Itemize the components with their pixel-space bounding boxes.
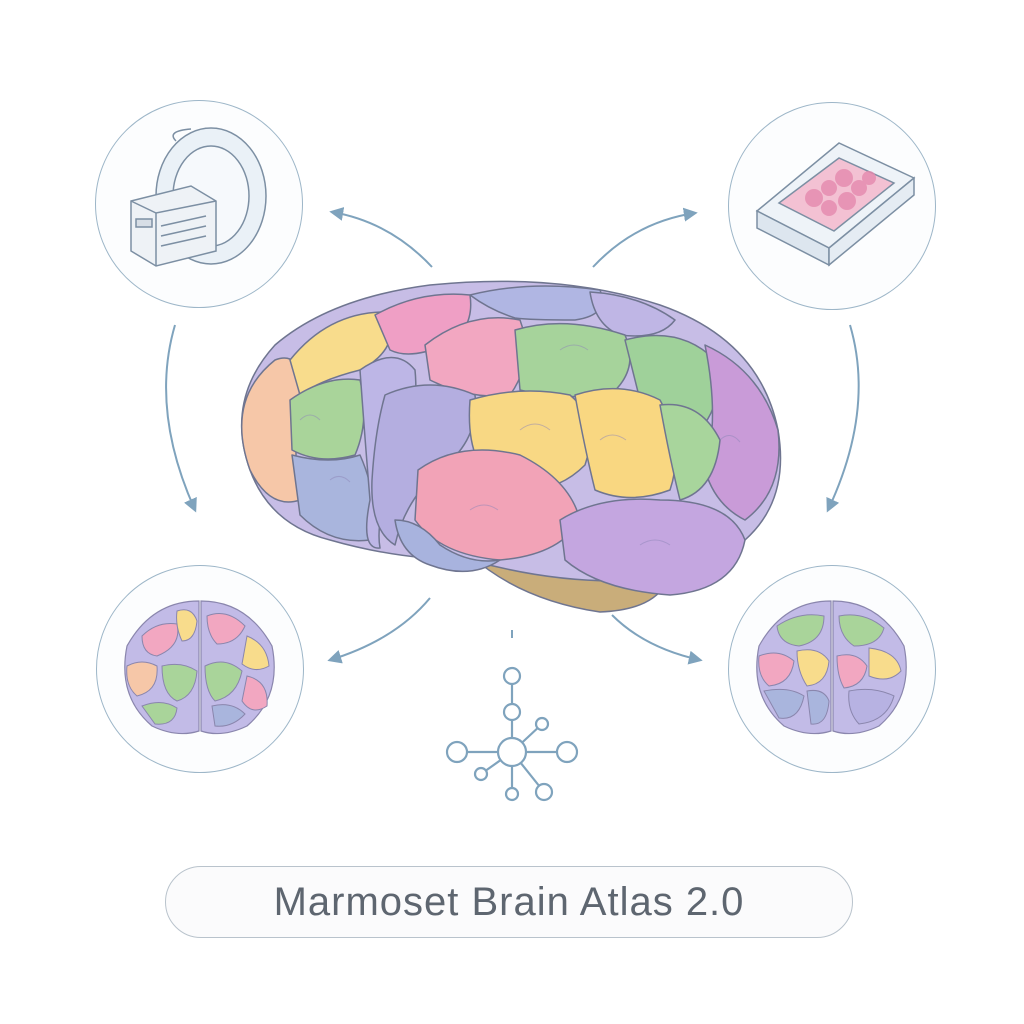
region-green-center xyxy=(514,322,631,398)
brain-top-view-icon xyxy=(756,600,907,735)
region-yellow-right xyxy=(574,387,677,499)
region-temporal xyxy=(559,498,746,596)
arrow-to-scanner xyxy=(329,207,433,268)
region-blue-top xyxy=(469,285,603,321)
region-green-lower xyxy=(659,403,721,501)
brain-top-view-left-panel xyxy=(96,565,304,773)
region-blue-lower xyxy=(394,519,501,573)
brain-top-view-icon xyxy=(124,600,275,735)
page-title: Marmoset Brain Atlas 2.0 xyxy=(273,879,745,924)
tissue-slide-icon xyxy=(755,142,916,267)
arrow-scanner-down xyxy=(165,324,197,513)
arrow-to-slide xyxy=(592,207,698,268)
arrow-to-brain-right xyxy=(611,614,703,665)
arrow-to-brain-left xyxy=(327,597,431,664)
mri-scanner-icon xyxy=(130,127,267,267)
arrow-slide-down xyxy=(826,324,860,513)
region-lavender-3 xyxy=(589,291,676,337)
region-lavender-2 xyxy=(371,384,477,546)
brain-top-view-right-panel xyxy=(728,565,936,773)
tissue-slide-panel xyxy=(728,102,936,310)
mri-scanner-panel xyxy=(95,100,303,308)
network-graph-icon xyxy=(445,666,579,802)
title-banner: Marmoset Brain Atlas 2.0 xyxy=(165,866,853,938)
